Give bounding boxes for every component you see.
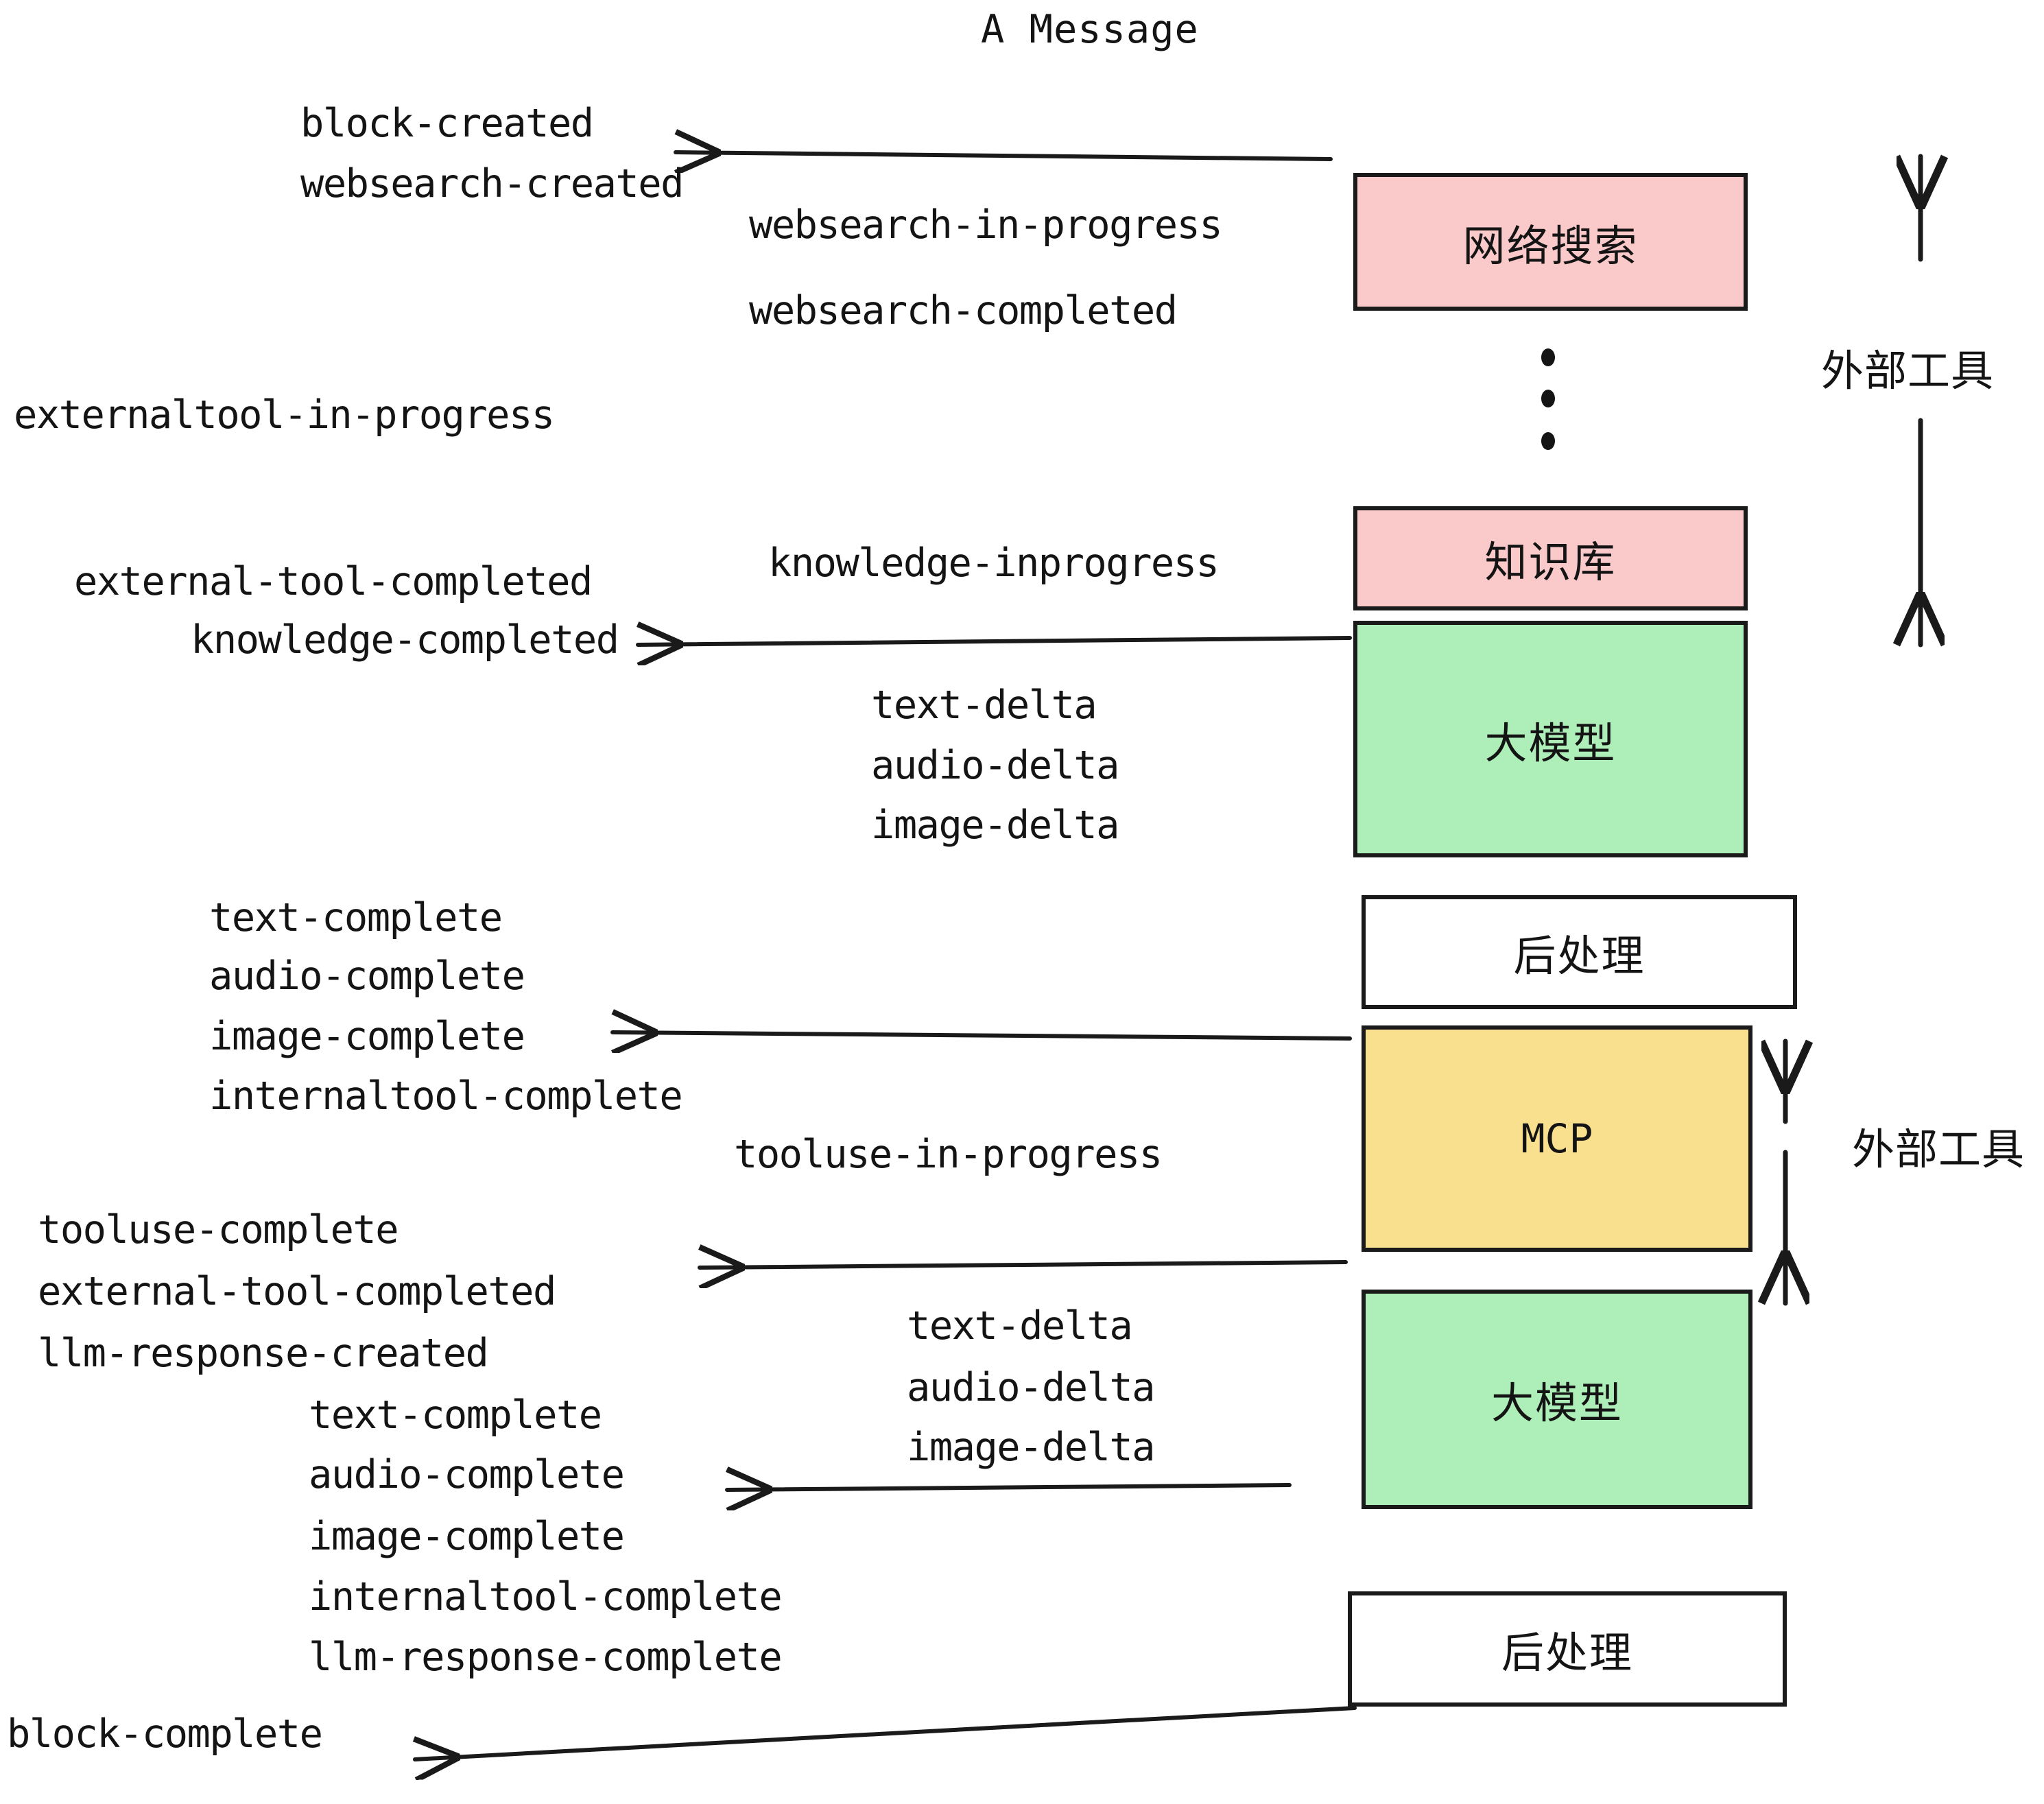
event-label-image-delta-1: image-delta bbox=[871, 803, 1120, 848]
event-label-external-tool-completed-2: external-tool-completed bbox=[38, 1269, 556, 1314]
node-label: MCP bbox=[1521, 1115, 1593, 1162]
event-label-external-tool-completed-1: external-tool-completed bbox=[74, 559, 593, 604]
event-label-llm-response-created: llm-response-created bbox=[38, 1331, 489, 1376]
arrow-tooluse bbox=[698, 1262, 1348, 1268]
event-label-externaltool-in-progress: externaltool-in-progress bbox=[14, 392, 555, 438]
side-label-external-tools-bottom: 外部工具 bbox=[1852, 1124, 2025, 1174]
arrow-knowledge-done bbox=[636, 638, 1352, 645]
event-label-llm-response-complete: llm-response-complete bbox=[309, 1635, 783, 1680]
event-label-websearch-completed: websearch-completed bbox=[749, 288, 1178, 333]
event-label-websearch-in-progress: websearch-in-progress bbox=[749, 202, 1223, 248]
diagram-title: A Message bbox=[981, 7, 1199, 52]
arrow-image-complete bbox=[610, 1032, 1352, 1039]
node-postprocess-2[interactable]: 后处理 bbox=[1348, 1591, 1787, 1707]
event-label-knowledge-completed: knowledge-completed bbox=[191, 617, 619, 663]
event-label-block-complete: block-complete bbox=[7, 1711, 323, 1757]
node-mcp[interactable]: MCP bbox=[1362, 1025, 1752, 1252]
node-websearch[interactable]: 网络搜索 bbox=[1353, 173, 1748, 311]
event-label-audio-complete-1: audio-complete bbox=[209, 953, 525, 999]
event-label-tooluse-complete: tooluse-complete bbox=[38, 1207, 399, 1253]
event-label-audio-delta-1: audio-delta bbox=[871, 743, 1120, 788]
arrow-block-created bbox=[674, 152, 1333, 159]
event-label-tooluse-in-progress: tooluse-in-progress bbox=[734, 1132, 1163, 1177]
node-label: 后处理 bbox=[1501, 1628, 1633, 1678]
event-label-image-complete-1: image-complete bbox=[209, 1014, 525, 1059]
node-label: 大模型 bbox=[1490, 1378, 1623, 1428]
event-label-audio-delta-2: audio-delta bbox=[907, 1365, 1156, 1410]
event-label-text-complete-2: text-complete bbox=[309, 1392, 602, 1438]
event-label-image-delta-2: image-delta bbox=[907, 1425, 1156, 1470]
side-label-external-tools-top: 外部工具 bbox=[1821, 346, 1995, 396]
node-label: 大模型 bbox=[1484, 717, 1617, 768]
event-label-audio-complete-2: audio-complete bbox=[309, 1452, 625, 1497]
node-llm-2[interactable]: 大模型 bbox=[1362, 1290, 1752, 1509]
event-label-text-delta-1: text-delta bbox=[871, 683, 1097, 728]
node-label: 网络搜索 bbox=[1462, 220, 1639, 271]
arrow-block-complete bbox=[415, 1706, 1357, 1759]
event-label-text-delta-2: text-delta bbox=[907, 1303, 1133, 1349]
node-label: 后处理 bbox=[1513, 931, 1645, 981]
event-label-text-complete-1: text-complete bbox=[209, 895, 503, 940]
event-label-image-complete-2: image-complete bbox=[309, 1514, 625, 1559]
event-label-internaltool-complete-1: internaltool-complete bbox=[209, 1073, 683, 1119]
ellipsis-dot-1 bbox=[1541, 348, 1555, 366]
event-label-block-created: block-created bbox=[300, 101, 594, 146]
node-postprocess-1[interactable]: 后处理 bbox=[1362, 895, 1797, 1009]
node-llm-1[interactable]: 大模型 bbox=[1353, 621, 1748, 857]
event-label-internaltool-complete-2: internaltool-complete bbox=[309, 1574, 783, 1619]
arrow-audio-complete bbox=[725, 1485, 1292, 1490]
event-label-knowledge-inprogress: knowledge-inprogress bbox=[768, 541, 1220, 586]
node-label: 知识库 bbox=[1484, 537, 1617, 587]
ellipsis-dot-2 bbox=[1541, 390, 1555, 407]
event-label-websearch-created: websearch-created bbox=[300, 161, 684, 206]
ellipsis-dot-3 bbox=[1541, 432, 1555, 450]
node-knowledge[interactable]: 知识库 bbox=[1353, 506, 1748, 610]
